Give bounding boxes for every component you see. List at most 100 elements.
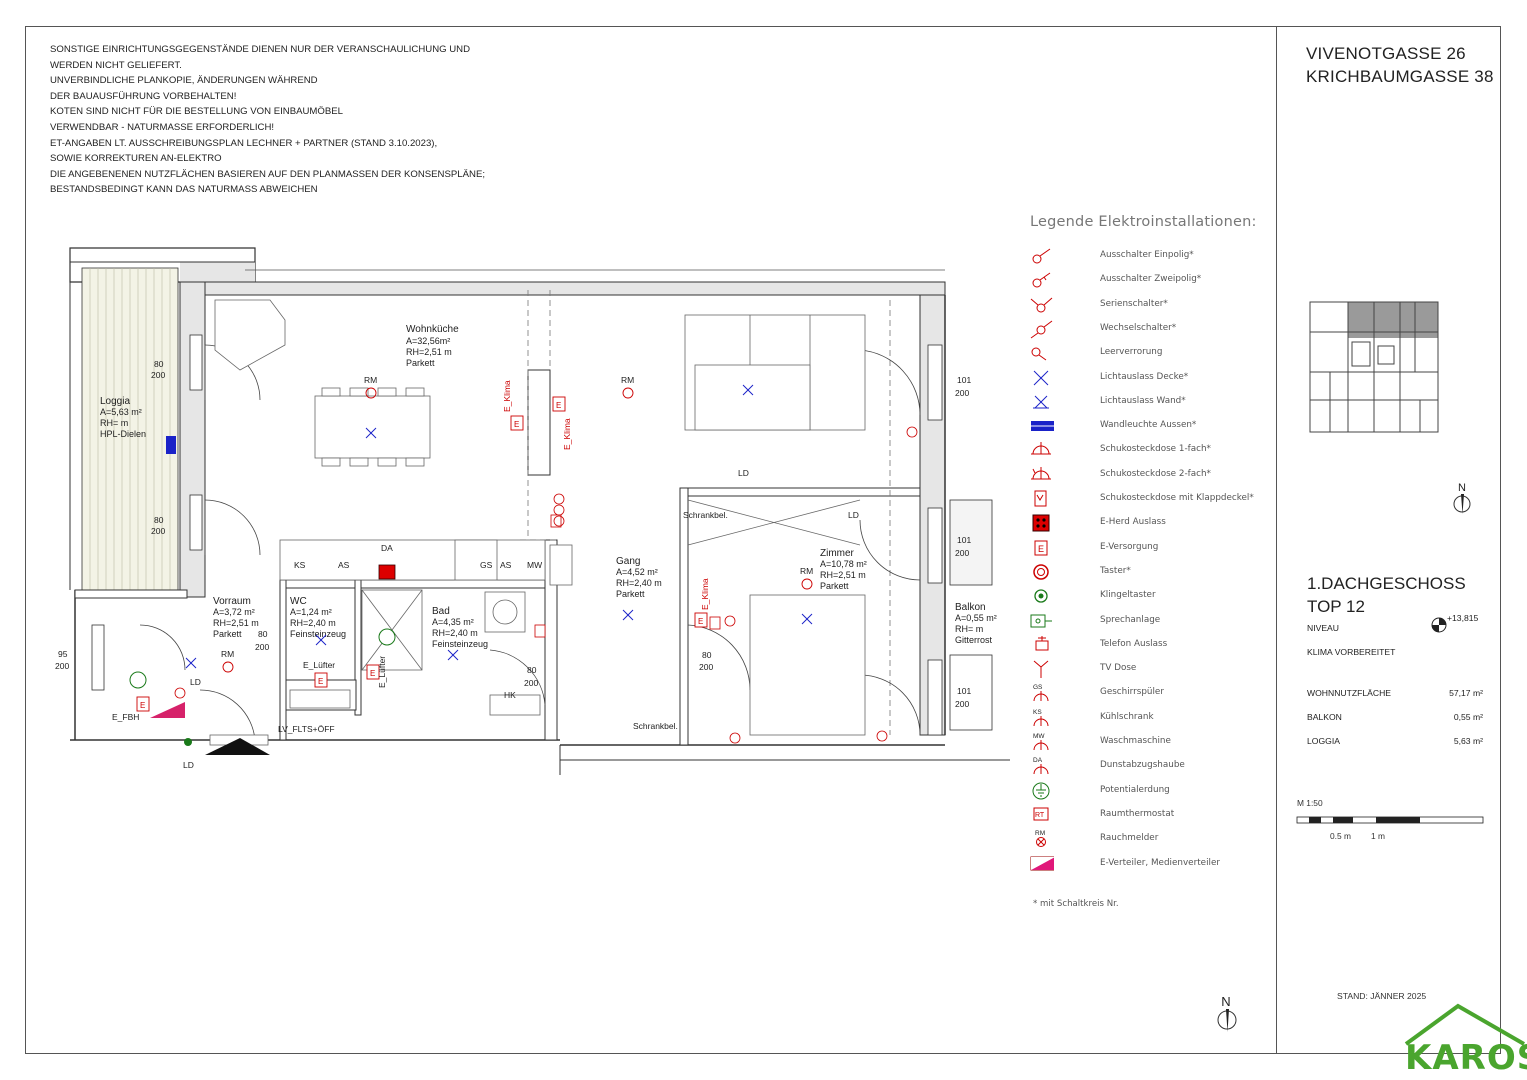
note-line: ET-ANGABEN LT. AUSSCHREIBUNGSPLAN LECHNE… bbox=[50, 137, 438, 149]
outdoor-wall-lamp-icon bbox=[166, 436, 176, 454]
legend-item-label: TV Dose bbox=[1100, 663, 1137, 674]
room-loggia-height: RH= m bbox=[100, 418, 128, 428]
room-gang-name: Gang bbox=[616, 556, 640, 567]
niveau-label: NIVEAU bbox=[1307, 623, 1339, 633]
svg-text:E: E bbox=[698, 617, 703, 626]
room-zimmer-area: A=10,78 m² bbox=[820, 559, 867, 569]
area-label: LOGGIA bbox=[1307, 736, 1340, 746]
room-balkon-height: RH= m bbox=[955, 624, 983, 634]
series-switch-icon bbox=[1030, 297, 1053, 313]
svg-text:E: E bbox=[1038, 544, 1044, 554]
legend-item-label: Serienschalter* bbox=[1100, 298, 1168, 309]
note-line: UNVERBINDLICHE PLANKOPIE, ÄNDERUNGEN WÄH… bbox=[50, 75, 318, 87]
svg-text:200: 200 bbox=[955, 548, 969, 558]
floor-title: 1.DACHGESCHOSS TOP 12 bbox=[1307, 572, 1466, 618]
tv-outlet-icon bbox=[1033, 660, 1049, 679]
legend-item-label: Dunstabzugshaube bbox=[1100, 760, 1185, 771]
legend-item: TV Dose bbox=[1030, 659, 1270, 679]
legend-item: Leerverrorung bbox=[1030, 343, 1270, 363]
address-line-2: KRICHBAUMGASSE 38 bbox=[1306, 67, 1494, 86]
scale-bar bbox=[1296, 816, 1484, 824]
svg-text:200: 200 bbox=[524, 678, 538, 688]
area-label: WOHNNUTZFLÄCHE bbox=[1307, 688, 1392, 698]
north-label: N bbox=[1458, 482, 1466, 494]
room-wohnkueche-area: A=32,56m² bbox=[406, 336, 450, 346]
legend-item: Telefon Auslass bbox=[1030, 635, 1270, 655]
room-zimmer-height: RH=2,51 m bbox=[820, 570, 866, 580]
svg-text:101: 101 bbox=[957, 535, 971, 545]
legend-item-label: Waschmaschine bbox=[1100, 736, 1171, 746]
plan-electrical: RM RM RM RM EEE EEE E_Klima E_Klima E_Kl… bbox=[112, 375, 918, 770]
svg-text:RM: RM bbox=[1035, 830, 1045, 837]
area-row-loggia: LOGGIA 5,63 m² bbox=[1307, 736, 1483, 746]
niveau-value: +13,815 bbox=[1447, 613, 1479, 623]
legend-item: Wandleuchte Aussen* bbox=[1030, 416, 1270, 436]
power-supply-icon bbox=[136, 396, 708, 712]
schrankbel-label: Schrankbel. bbox=[683, 510, 728, 520]
legend-item-label: Wandleuchte Aussen* bbox=[1100, 420, 1197, 431]
legend-item-label: Ausschalter Einpolig* bbox=[1100, 250, 1194, 260]
legend-item: Serienschalter* bbox=[1030, 295, 1270, 315]
thermostat-icon bbox=[534, 624, 546, 638]
room-balkon-area: A=0,55 m² bbox=[955, 613, 997, 623]
scale-label: M 1:50 bbox=[1297, 798, 1323, 808]
door-swings bbox=[139, 344, 921, 741]
svg-text:80: 80 bbox=[527, 665, 537, 675]
legend-item-label: Leerverrorung bbox=[1100, 347, 1163, 358]
room-gang-area: A=4,52 m² bbox=[616, 567, 658, 577]
klima-note: KLIMA VORBEREITET bbox=[1307, 647, 1396, 657]
earthing-icon bbox=[378, 628, 396, 646]
unit-name: TOP 12 bbox=[1307, 597, 1365, 616]
room-wc-name: WC bbox=[290, 596, 307, 607]
legend-item: Taster* bbox=[1030, 562, 1270, 582]
gs-label: GS bbox=[480, 560, 493, 570]
as-label: AS bbox=[500, 560, 512, 570]
room-loggia-area: A=5,63 m² bbox=[100, 407, 142, 417]
thermostat-icon bbox=[709, 616, 721, 630]
room-wohnkueche-height: RH=2,51 m bbox=[406, 347, 452, 357]
legend-item: Sprechanlage bbox=[1030, 611, 1270, 631]
legend-item: Schukosteckdose 2-fach* bbox=[1030, 465, 1270, 485]
room-zimmer-name: Zimmer bbox=[820, 548, 855, 559]
legend-item-label: Rauchmelder bbox=[1100, 833, 1159, 844]
area-label: BALKON bbox=[1307, 712, 1342, 722]
earthing-icon bbox=[129, 671, 147, 689]
legend-item-label: Raumthermostat bbox=[1100, 808, 1175, 819]
note-line: WERDEN NICHT GELIEFERT. bbox=[50, 59, 182, 71]
klima-label: E_Klima bbox=[700, 578, 710, 610]
legend-item-label: Lichtauslass Wand* bbox=[1100, 395, 1186, 406]
plan-notes: SONSTIGE EINRICHTUNGSGEGENSTÄNDE DIENEN … bbox=[50, 42, 485, 198]
area-row-wohnnutzflaeche: WOHNNUTZFLÄCHE 57,17 m² bbox=[1307, 688, 1483, 698]
legend-item-label: Wechselschalter* bbox=[1100, 322, 1177, 333]
room-balkon-floor: Gitterrost bbox=[955, 635, 993, 645]
svg-text:95: 95 bbox=[58, 649, 68, 659]
push-button-icon bbox=[1033, 564, 1049, 580]
drawing-frame bbox=[25, 26, 1501, 1054]
ld-label: LD bbox=[848, 510, 859, 520]
doorbell-icon bbox=[1034, 589, 1048, 603]
title-block-separator bbox=[1276, 26, 1277, 1054]
legend-item: Klingeltaster bbox=[1030, 586, 1270, 606]
legend-item: DA Dunstabzugshaube bbox=[1030, 756, 1270, 776]
luefter-label: E_Lüfter bbox=[303, 660, 335, 670]
svg-text:200: 200 bbox=[255, 642, 269, 652]
room-bad-name: Bad bbox=[432, 606, 450, 617]
extractor-hood-icon: DA bbox=[1033, 757, 1049, 775]
address-line-1: VIVENOTGASSE 26 bbox=[1306, 44, 1466, 63]
svg-text:200: 200 bbox=[699, 662, 713, 672]
area-value: 0,55 m² bbox=[1453, 712, 1483, 722]
area-value: 57,17 m² bbox=[1449, 688, 1483, 698]
socket-double-icon bbox=[1031, 466, 1051, 480]
fridge-icon: KS bbox=[1033, 709, 1049, 726]
decking-boards bbox=[89, 268, 171, 590]
legend-item-label: Taster* bbox=[1100, 565, 1131, 576]
rm-label: RM bbox=[364, 375, 377, 385]
ceiling-light-icon bbox=[1033, 370, 1049, 385]
room-loggia-name: Loggia bbox=[100, 396, 130, 407]
svg-text:80: 80 bbox=[154, 515, 164, 525]
svg-text:MW: MW bbox=[1033, 733, 1045, 740]
distribution-board-icon bbox=[1030, 856, 1054, 870]
ks-label: KS bbox=[294, 560, 306, 570]
power-supply-icon: E bbox=[1034, 540, 1048, 556]
wall-light-icon bbox=[1033, 395, 1049, 409]
